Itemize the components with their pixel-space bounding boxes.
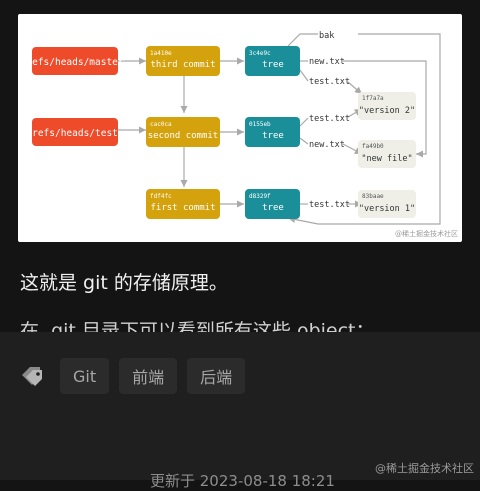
blob-version-1: 83baae "version 1" <box>358 190 416 218</box>
tree-2: 0155eb tree <box>245 117 300 147</box>
blob-new-file-hash: fa49b0 <box>362 143 384 150</box>
blob-new-file-label: "new file" <box>361 154 412 164</box>
tree-3-hash: d8329f <box>249 193 271 200</box>
tag-list: Git 前端 后端 <box>16 358 246 394</box>
commit-third-hash: 1a410e <box>150 50 172 57</box>
edge-label-test-txt-1: test.txt <box>309 77 350 87</box>
commit-second-label: second commit <box>148 131 218 141</box>
tag-backend[interactable]: 后端 <box>187 358 246 394</box>
commit-first-label: first commit <box>150 203 215 213</box>
edge-label-test-txt-2: test.txt <box>309 114 350 124</box>
ref-master: refs/heads/master <box>26 47 124 75</box>
edge-label-bak: bak <box>319 31 334 41</box>
edge-label-test-txt-3: test.txt <box>309 200 350 210</box>
updated-time: 更新于 2023-08-18 18:21 <box>150 472 335 490</box>
commit-second: cac0ca second commit <box>146 117 220 147</box>
page-watermark: @稀土掘金技术社区 <box>375 462 474 475</box>
ref-test: refs/heads/test <box>32 118 118 146</box>
blob-version-2-label: "version 2" <box>359 106 415 116</box>
tree-1: 3c4e9c tree <box>245 46 300 76</box>
blob-version-1-hash: 83baae <box>362 193 384 200</box>
tree-2-label: tree <box>262 131 284 141</box>
diagram-watermark: @稀土掘金技术社区 <box>395 229 458 238</box>
tree-3-label: tree <box>262 203 284 213</box>
blob-version-2-hash: 1f7a7a <box>362 95 384 102</box>
blob-version-2: 1f7a7a "version 2" <box>358 92 416 120</box>
blob-version-1-label: "version 1" <box>359 204 415 214</box>
commit-second-hash: cac0ca <box>150 121 172 128</box>
commit-first-hash: fdf4fc <box>150 193 172 200</box>
blob-new-file: fa49b0 "new file" <box>358 140 416 168</box>
edge-label-new-txt-1: new.txt <box>309 57 345 67</box>
ref-master-label: refs/heads/master <box>26 57 124 68</box>
diagram-edges <box>118 33 441 225</box>
diagram-svg: refs/heads/master refs/heads/test 1a410e… <box>26 31 458 238</box>
tag-git[interactable]: Git <box>60 358 110 394</box>
edge-label-new-txt-2: new.txt <box>309 140 345 150</box>
tree-1-hash: 3c4e9c <box>249 50 271 57</box>
ref-test-label: refs/heads/test <box>32 128 118 139</box>
article-footer-panel <box>0 332 480 480</box>
article-line-1: 这就是 git 的存储原理。 <box>20 272 228 294</box>
commit-first: fdf4fc first commit <box>146 189 220 219</box>
tree-1-label: tree <box>262 60 284 70</box>
tag-icon <box>16 359 50 393</box>
commit-third: 1a410e third commit <box>146 46 220 76</box>
tree-3: d8329f tree <box>245 189 300 219</box>
git-objects-diagram: refs/heads/master refs/heads/test 1a410e… <box>18 14 462 242</box>
commit-third-label: third commit <box>150 60 215 70</box>
tag-frontend[interactable]: 前端 <box>119 358 178 394</box>
tree-2-hash: 0155eb <box>249 121 271 128</box>
